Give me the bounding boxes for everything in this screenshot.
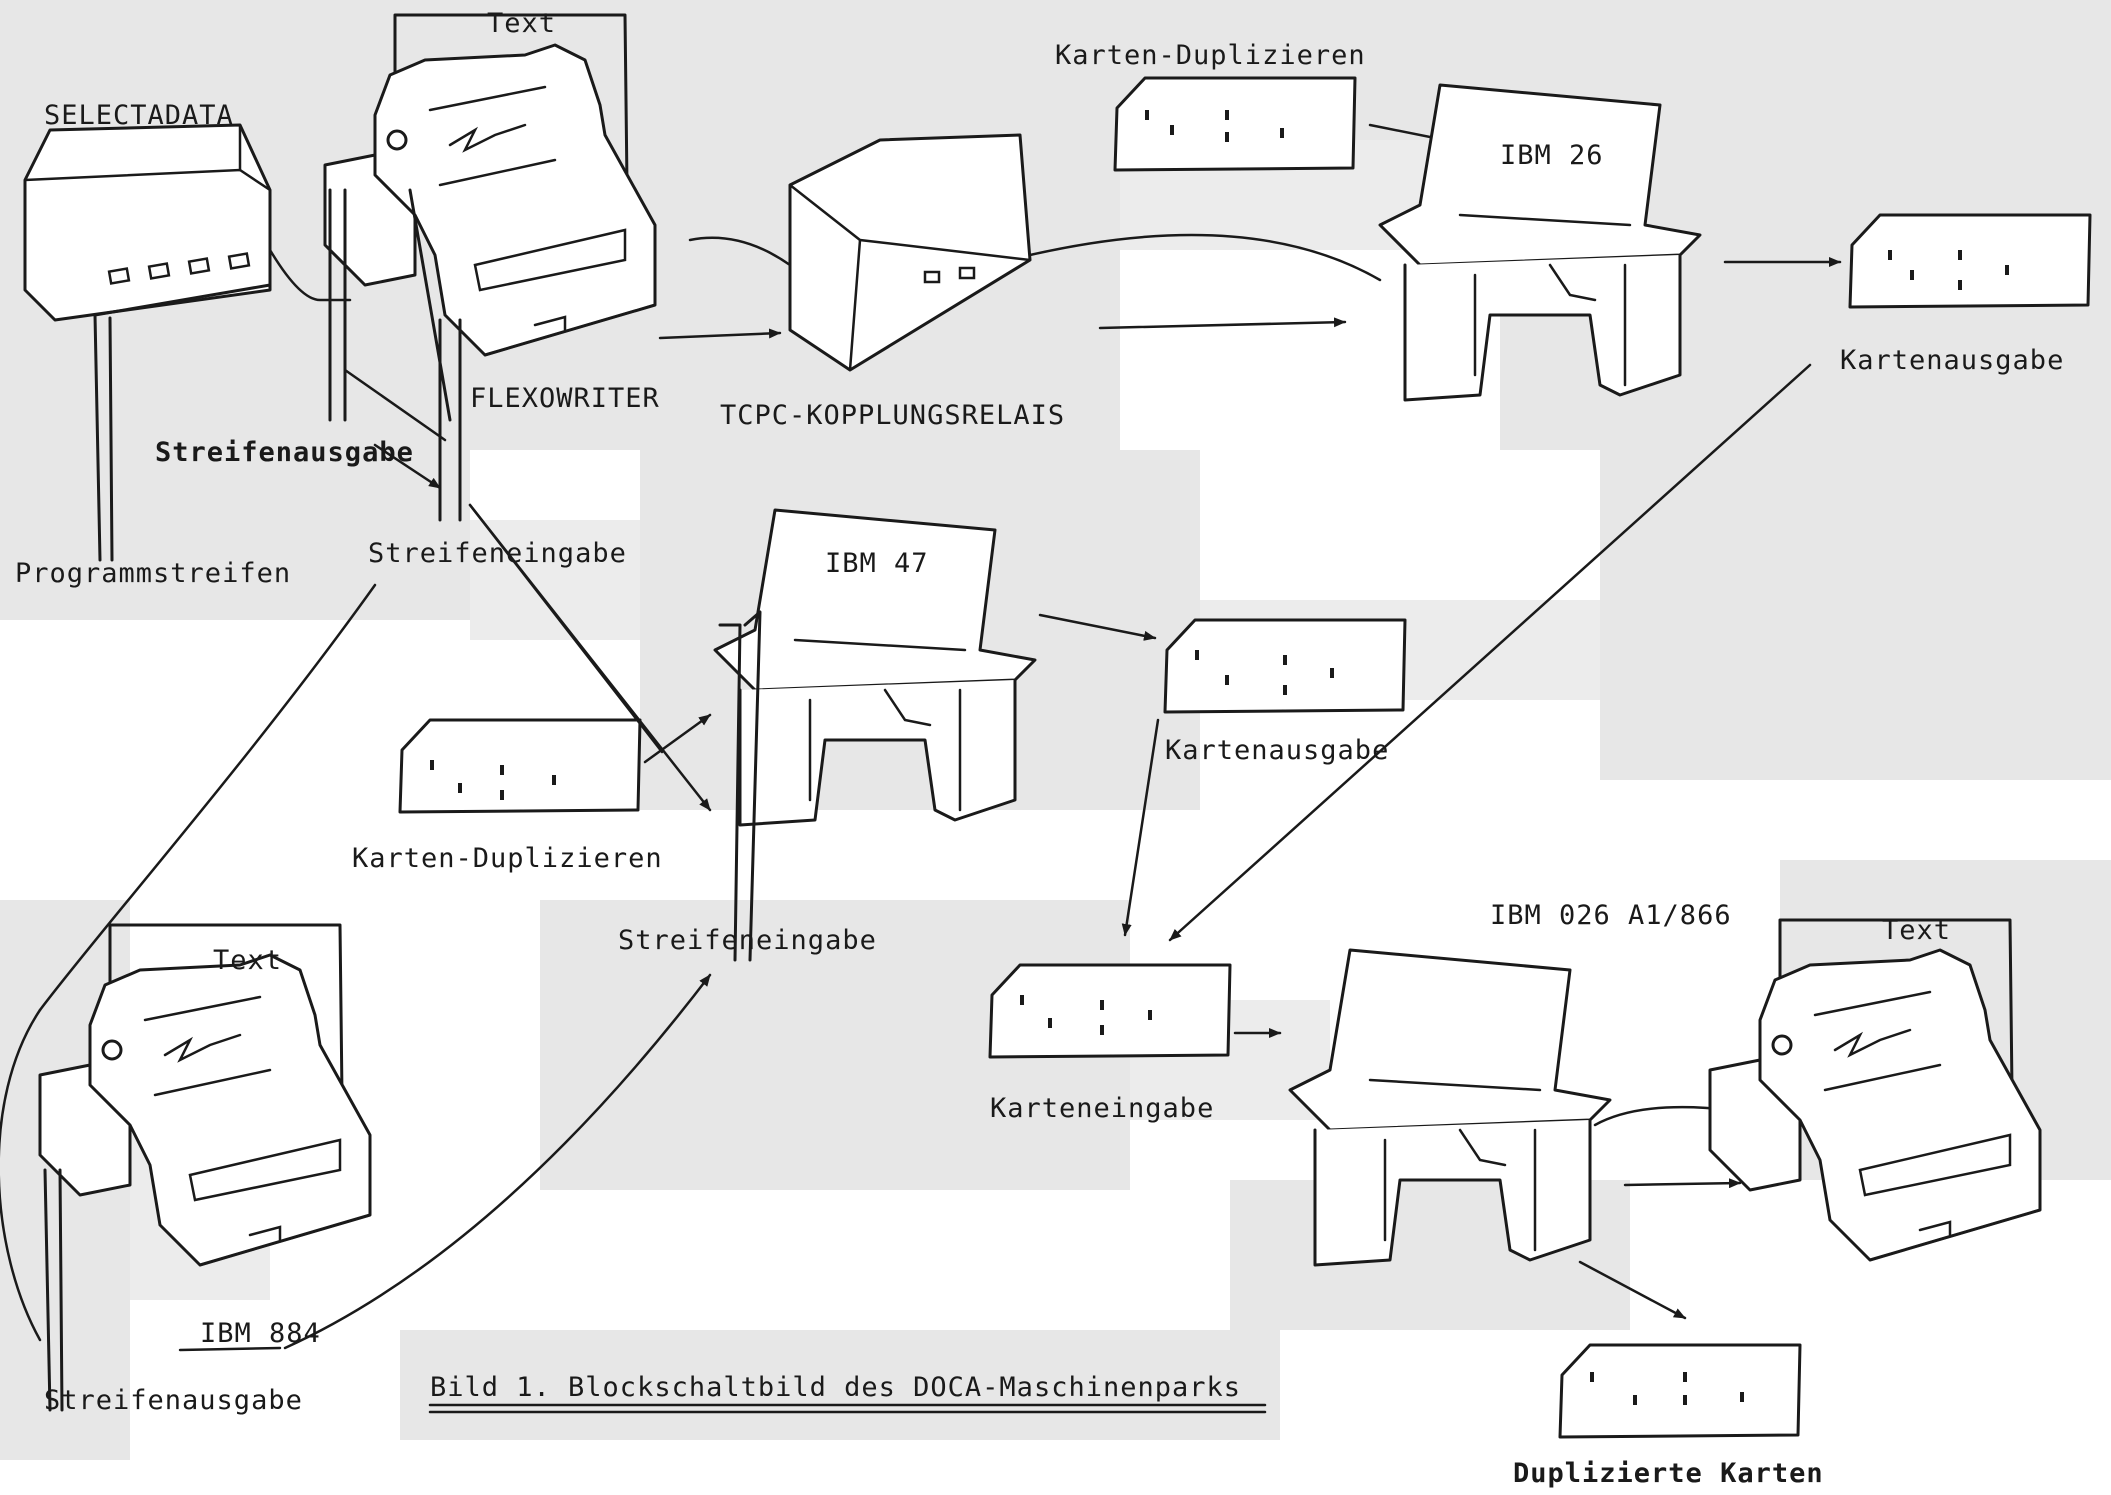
flexowriter-bottom-right <box>1710 920 2040 1260</box>
ibm884-machine <box>40 925 370 1265</box>
label-ibm26: IBM 26 <box>1500 140 1604 171</box>
label-ibm884: IBM 884 <box>200 1318 321 1349</box>
label-flexowriter: FLEXOWRITER <box>470 383 660 414</box>
label-ibm47: IBM 47 <box>825 548 929 579</box>
label-selectadata: SELECTADATA <box>44 100 234 131</box>
label-streifenausgabe-bottom: Streifenausgabe <box>44 1385 303 1416</box>
label-text-bottom-right: Text <box>1882 915 1951 946</box>
figure-caption: Bild 1. Blockschaltbild des DOCA-Maschin… <box>430 1372 1241 1403</box>
label-text-bottom-left: Text <box>213 945 282 976</box>
label-streifeneingabe-mid: Streifeneingabe <box>618 925 877 956</box>
label-karteneingabe: Karteneingabe <box>990 1093 1214 1124</box>
label-karten-duplizieren-top: Karten-Duplizieren <box>1055 40 1366 71</box>
label-kartenausgabe-mid: Kartenausgabe <box>1165 735 1389 766</box>
label-programmstreifen: Programmstreifen <box>15 558 291 589</box>
flexowriter-top <box>325 15 655 355</box>
ibm26-machine <box>1380 85 1700 400</box>
ibm026-machine <box>1290 950 1610 1265</box>
selectadata-box <box>25 125 270 560</box>
label-karten-duplizieren-mid: Karten-Duplizieren <box>352 843 663 874</box>
label-duplizierte-karten: Duplizierte Karten <box>1513 1458 1824 1489</box>
tcpc-box <box>790 135 1030 370</box>
label-kartenausgabe-right: Kartenausgabe <box>1840 345 2064 376</box>
label-streifenausgabe-top: Streifenausgabe <box>155 437 414 468</box>
label-text-top: Text <box>487 8 556 39</box>
label-streifeneingabe-top: Streifeneingabe <box>368 538 627 569</box>
label-tcpc: TCPC-KOPPLUNGSRELAIS <box>720 400 1065 431</box>
label-ibm026: IBM 026 A1/866 <box>1490 900 1732 931</box>
